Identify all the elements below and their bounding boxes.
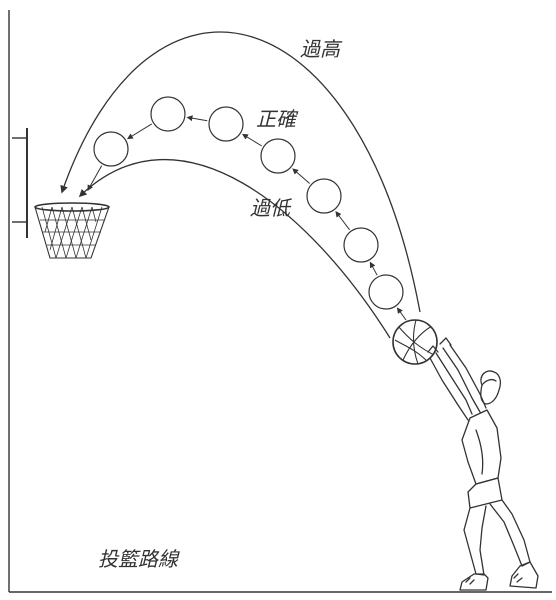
trajectory-correct [87, 96, 407, 321]
trajectory-too-high [60, 31, 421, 313]
arc-arrow-7 [126, 123, 153, 140]
player-left-shoe [459, 573, 489, 591]
label-correct: 正確 [256, 107, 299, 131]
player-left-arm [429, 357, 469, 421]
arc-ball-6 [150, 96, 186, 132]
arc-arrow-1 [396, 307, 407, 321]
arc-ball-4 [260, 138, 296, 174]
label-caption: 投籃路線 [98, 547, 180, 571]
basketball-icon [392, 319, 438, 365]
arc-ball-5 [208, 106, 244, 142]
label-too-low: 過低 [250, 196, 293, 220]
arc-ball-2 [343, 227, 379, 263]
arc-ball-1 [368, 274, 404, 310]
arc-arrow-6 [186, 115, 208, 122]
arc-ball-3 [306, 178, 342, 214]
player-right-shoe [509, 561, 539, 589]
court-lines [8, 10, 552, 593]
trajectory-too-low [78, 158, 391, 339]
arc-arrow-2 [369, 261, 378, 276]
backboard-and-hoop [12, 128, 110, 259]
player-right-arm [442, 347, 481, 413]
player-left-leg [463, 505, 487, 576]
player-shorts [467, 477, 503, 509]
label-too-high: 過高 [300, 37, 343, 61]
basket-net [34, 202, 110, 259]
player-head [480, 370, 501, 405]
arc-arrow-5 [241, 133, 263, 147]
arc-ball-7 [93, 131, 129, 167]
arc-arrow-4 [292, 168, 311, 184]
arc-arrow-8 [87, 165, 103, 192]
player-right-leg [489, 499, 531, 567]
arc-arrow-3 [335, 211, 350, 231]
player-figure [427, 337, 539, 591]
